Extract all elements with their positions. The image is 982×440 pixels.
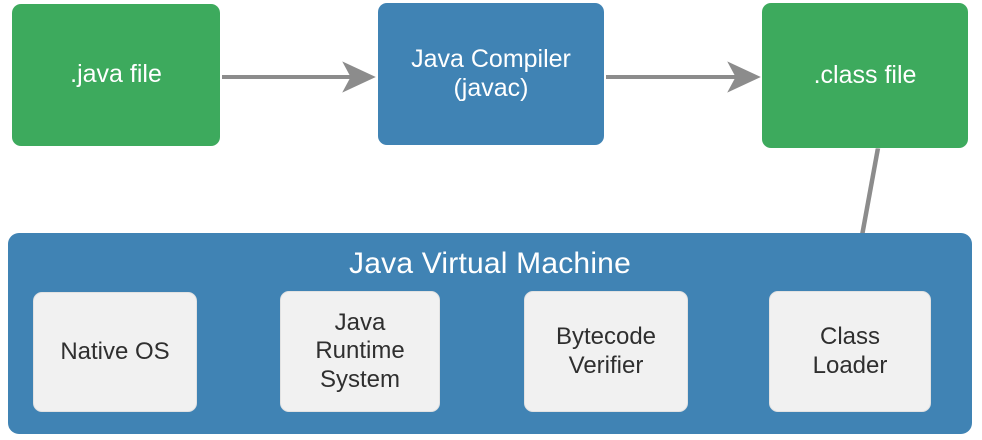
node-java-runtime-system[interactable]: Java Runtime System — [280, 291, 440, 412]
node-class-file[interactable]: .class file — [762, 3, 968, 148]
node-native-os[interactable]: Native OS — [33, 292, 197, 412]
jvm-title: Java Virtual Machine — [349, 247, 631, 280]
node-class-loader[interactable]: Class Loader — [769, 291, 931, 412]
node-bytecode-verifier[interactable]: Bytecode Verifier — [524, 291, 688, 412]
node-java-file[interactable]: .java file — [12, 4, 220, 146]
node-java-compiler[interactable]: Java Compiler (javac) — [378, 3, 604, 145]
